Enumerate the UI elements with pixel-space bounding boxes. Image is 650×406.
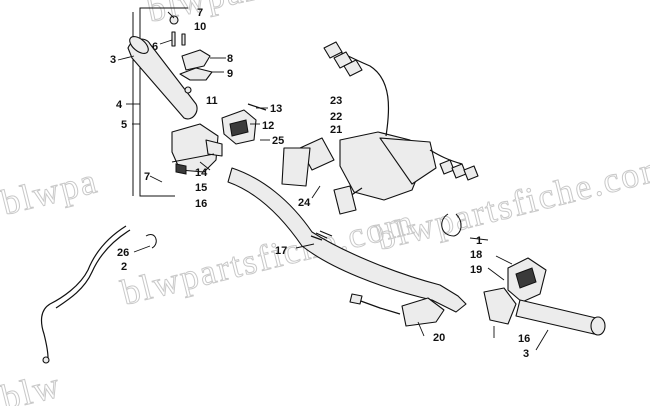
callout-13: 13 [270,103,282,115]
callout-20: 20 [433,332,445,344]
callout-16-right: 16 [518,333,530,345]
callout-21: 21 [330,124,342,136]
watermark-left: blwpa [0,160,102,223]
group-bracket-4-5 [139,7,188,197]
callout-1: 1 [476,235,482,247]
throttle-housing [171,123,223,175]
callout-6: 6 [152,41,158,53]
left-grip [127,36,198,120]
handlebar [227,167,467,313]
callout-24: 24 [298,197,311,209]
callout-19: 19 [470,264,482,276]
small-parts-top [169,15,213,94]
callout-22: 22 [330,111,342,123]
watermark-bottom-left: blw [0,364,65,406]
callout-23: 23 [330,95,342,107]
callout-2: 2 [121,261,127,273]
hand-guard [349,293,445,327]
grip-clamp-ring [441,213,462,237]
callout-10: 10 [194,21,206,33]
callout-16-left: 16 [195,198,207,210]
callout-18: 18 [470,249,482,261]
callout-17: 17 [275,245,287,257]
dimmer-switch [221,103,267,145]
callout-12: 12 [262,120,274,132]
callout-8: 8 [227,53,233,65]
callout-7-top: 7 [197,7,203,19]
callout-14: 14 [195,167,208,179]
callout-5: 5 [121,119,127,131]
callout-7-mid: 7 [144,171,150,183]
callout-9: 9 [227,68,233,80]
callout-labels: 7 10 6 3 8 9 11 4 5 13 12 23 22 21 25 7 … [110,7,530,360]
callout-25: 25 [272,135,284,147]
control-housing [281,41,479,215]
callout-3-top: 3 [110,54,116,66]
callout-26: 26 [117,247,129,259]
callout-15: 15 [195,182,207,194]
callout-3-bottom: 3 [523,348,529,360]
brake-lever-housing [483,257,547,325]
throttle-cable [40,225,157,364]
watermark-top: blwpartsfiche [143,0,368,30]
leader-lines [117,11,549,351]
right-grip [515,299,606,336]
callout-11: 11 [206,95,218,107]
callout-4: 4 [116,99,123,111]
